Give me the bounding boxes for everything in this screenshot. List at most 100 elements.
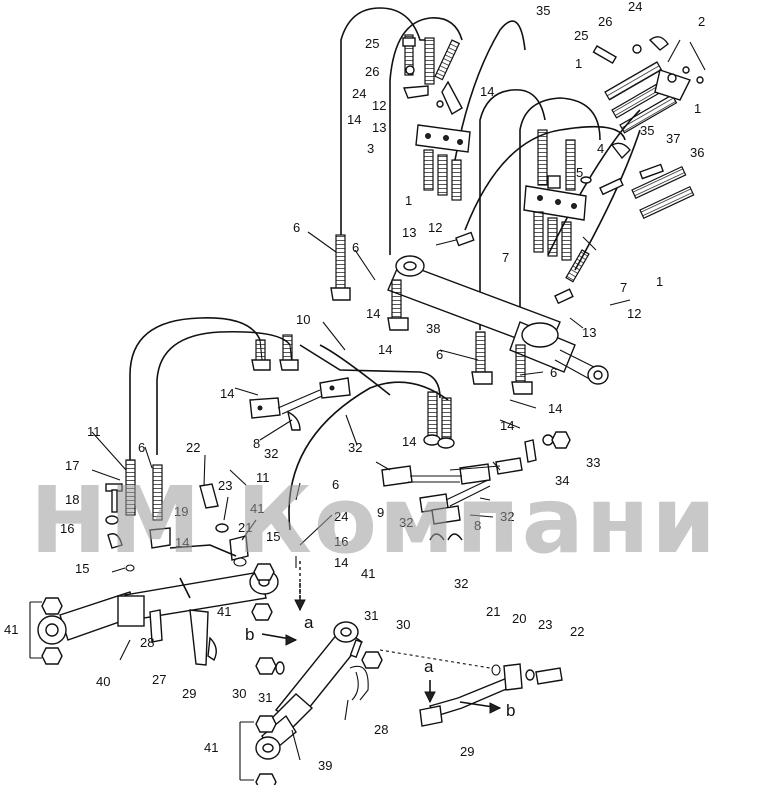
left-block-mounts xyxy=(249,334,351,431)
label-6e: 6 xyxy=(138,440,145,455)
label-23: 23 xyxy=(218,478,232,493)
label-29b: 29 xyxy=(460,744,474,759)
upper-left-valve-block xyxy=(402,34,475,247)
label-31: 31 xyxy=(364,608,378,623)
label-16b: 16 xyxy=(334,534,348,549)
label-11: 11 xyxy=(87,424,101,439)
label-14f: 14 xyxy=(548,401,562,416)
label-12: 12 xyxy=(372,98,386,113)
label-30: 30 xyxy=(396,617,410,632)
leader-lines xyxy=(91,231,631,761)
view-arrows xyxy=(261,580,502,714)
upper-hoses xyxy=(340,7,641,345)
view-marker-a2: a xyxy=(424,657,434,676)
right-valve-block xyxy=(523,129,695,305)
label-15b: 15 xyxy=(75,561,89,576)
label-37: 37 xyxy=(666,131,680,146)
label-16: 16 xyxy=(60,521,74,536)
label-6d: 6 xyxy=(550,365,557,380)
label-21: 21 xyxy=(238,520,252,535)
label-14e: 14 xyxy=(220,386,234,401)
label-11b: 11 xyxy=(256,470,270,485)
label-1b: 1 xyxy=(694,101,701,116)
label-17: 17 xyxy=(65,458,79,473)
left-fittings xyxy=(105,459,249,572)
label-4: 4 xyxy=(597,141,604,156)
label-14b: 14 xyxy=(347,112,361,127)
label-29: 29 xyxy=(182,686,196,701)
label-14g: 14 xyxy=(500,418,514,433)
label-12c: 12 xyxy=(627,306,641,321)
label-20: 20 xyxy=(512,611,526,626)
label-8b: 8 xyxy=(474,518,481,533)
label-1d: 1 xyxy=(656,274,663,289)
label-30b: 30 xyxy=(232,686,246,701)
label-15: 15 xyxy=(266,529,280,544)
label-2: 2 xyxy=(698,14,705,29)
bottom-right-detail xyxy=(379,649,563,727)
label-31b: 31 xyxy=(258,690,272,705)
view-marker-a: a xyxy=(304,613,314,632)
label-21b: 21 xyxy=(486,604,500,619)
label-14d: 14 xyxy=(378,342,392,357)
label-7b: 7 xyxy=(620,280,627,295)
label-41b: 41 xyxy=(361,566,375,581)
label-7: 7 xyxy=(502,250,509,265)
label-40: 40 xyxy=(96,674,110,689)
label-5: 5 xyxy=(576,165,583,180)
label-1c: 1 xyxy=(405,193,412,208)
label-1: 1 xyxy=(575,56,582,71)
left-cylinder xyxy=(29,563,279,666)
label-39: 39 xyxy=(318,758,332,773)
label-24c: 24 xyxy=(334,509,348,524)
middle-cylinder xyxy=(387,255,609,385)
part-labels: 2 24 26 25 35 1 1 25 26 24 12 14 14 13 3… xyxy=(4,0,705,773)
label-28: 28 xyxy=(140,635,154,650)
label-8: 8 xyxy=(253,436,260,451)
label-13c: 13 xyxy=(582,325,596,340)
label-41d: 41 xyxy=(4,622,18,637)
label-6c: 6 xyxy=(436,347,443,362)
label-12b: 12 xyxy=(428,220,442,235)
label-14c: 14 xyxy=(366,306,380,321)
label-6b: 6 xyxy=(352,240,359,255)
label-24b: 24 xyxy=(352,86,366,101)
label-24: 24 xyxy=(628,0,642,14)
label-33: 33 xyxy=(586,455,600,470)
label-6f: 6 xyxy=(332,477,339,492)
label-34: 34 xyxy=(555,473,569,488)
label-14: 14 xyxy=(480,84,494,99)
label-41: 41 xyxy=(250,501,264,516)
vertical-hoses xyxy=(330,234,533,395)
label-41c: 41 xyxy=(217,604,231,619)
middle-block-mounts xyxy=(381,391,571,541)
label-38: 38 xyxy=(426,321,440,336)
label-32b: 32 xyxy=(348,440,362,455)
view-marker-b: b xyxy=(245,625,254,644)
label-25: 25 xyxy=(574,28,588,43)
label-32e: 32 xyxy=(454,576,468,591)
bottom-cylinder xyxy=(239,560,383,785)
label-27: 27 xyxy=(152,672,166,687)
watermark-text: НМ Компани xyxy=(30,467,718,574)
label-23b: 23 xyxy=(538,617,552,632)
label-3: 3 xyxy=(367,141,374,156)
view-markers: b a a b xyxy=(245,613,515,720)
label-22b: 22 xyxy=(570,624,584,639)
label-6: 6 xyxy=(293,220,300,235)
label-28b: 28 xyxy=(374,722,388,737)
label-14i: 14 xyxy=(175,535,189,550)
label-22: 22 xyxy=(186,440,200,455)
label-19: 19 xyxy=(174,504,188,519)
label-36: 36 xyxy=(690,145,704,160)
label-32: 32 xyxy=(264,446,278,461)
label-14h: 14 xyxy=(402,434,416,449)
label-25b: 25 xyxy=(365,36,379,51)
top-right-fittings xyxy=(592,36,706,134)
label-10: 10 xyxy=(296,312,310,327)
label-35b: 35 xyxy=(640,123,654,138)
label-32c: 32 xyxy=(500,509,514,524)
label-13: 13 xyxy=(372,120,386,135)
